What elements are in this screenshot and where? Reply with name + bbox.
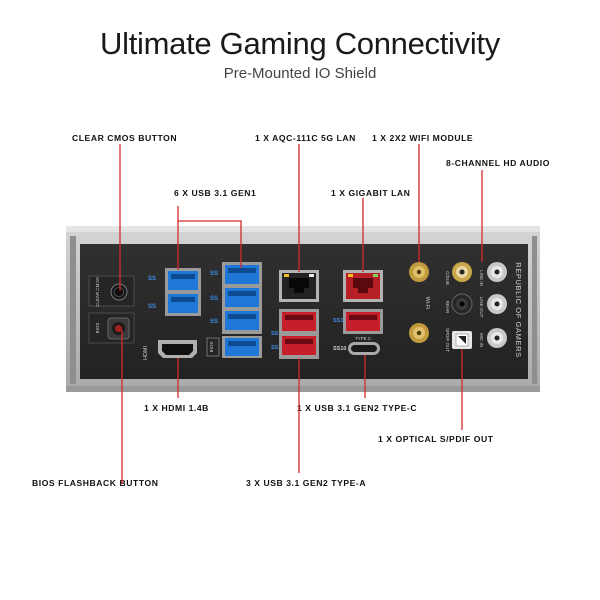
wifi-panel-text: Wi-Fi	[424, 297, 430, 310]
hdmi-panel-text: HDMI	[143, 346, 149, 361]
clear-cmos-panel-text: CLEAR CMOS	[95, 277, 100, 307]
usb-type-c-port[interactable]: TYPE C SS10	[333, 336, 380, 355]
usb-gen1-port[interactable]	[225, 265, 259, 284]
ss10-logo-3: SS10	[333, 318, 346, 324]
aqc-lan-port[interactable]	[279, 270, 319, 302]
bios-flashback-button[interactable]: BIOS	[88, 312, 135, 344]
bios-panel-text: BIOS	[95, 323, 100, 334]
wifi-module-label: 1 X 2X2 WIFI MODULE	[372, 133, 474, 143]
usb-gen1-center-stack: SS SS SS BIOS	[206, 262, 262, 358]
usb-gen1-port[interactable]	[225, 288, 259, 307]
usb-gen2-port[interactable]	[282, 336, 316, 355]
audio-label-spdif: SPDIF OUT	[445, 328, 450, 352]
type-c-panel-text: TYPE C	[355, 336, 372, 341]
page-subtitle: Pre-Mounted IO Shield	[223, 65, 377, 82]
optical-label: 1 X OPTICAL S/PDIF OUT	[378, 434, 494, 444]
usb-gen1-label: 6 X USB 3.1 GEN1	[174, 188, 257, 198]
hdmi-port[interactable]: HDMI	[143, 340, 197, 360]
callout-line-usb-gen1	[177, 206, 242, 268]
audio-label-micin: MIC IN	[479, 333, 484, 347]
usb-gen2-type-a-group: SS10 SS10 SS10	[271, 309, 383, 359]
wifi-antenna-connectors: Wi-Fi	[409, 262, 430, 343]
clear-cmos-button[interactable]: CLEAR CMOS	[88, 275, 135, 307]
ss-logo-left-bottom: SS	[148, 304, 156, 310]
ss-logo-center-2: SS	[210, 296, 218, 302]
bios-port-text: BIOS	[209, 342, 214, 353]
ss-logo-center-3: SS	[210, 319, 218, 325]
audio-label-lineout: LINE OUT	[479, 297, 484, 318]
audio-label-linein: LINE IN	[479, 270, 484, 286]
hd-audio-label: 8-CHANNEL HD AUDIO	[446, 158, 550, 168]
ss10-logo-1: SS10	[271, 331, 284, 337]
bios-flashback-label: BIOS FLASHBACK BUTTON	[32, 478, 159, 488]
audio-label-rear: REAR	[445, 301, 450, 314]
page-title: Ultimate Gaming Connectivity	[100, 26, 500, 61]
clear-cmos-label: CLEAR CMOS BUTTON	[72, 133, 178, 143]
gigabit-lan-label: 1 X GIGABIT LAN	[331, 188, 411, 198]
audio-label-csub: C/SUB	[445, 271, 450, 285]
usb-gen1-port[interactable]	[225, 311, 259, 330]
ss-logo-center-1: SS	[210, 271, 218, 277]
usb-gen2-port[interactable]	[282, 312, 316, 331]
ss10-logo-2: SS10	[271, 345, 284, 351]
usb-bios-port[interactable]	[225, 338, 259, 356]
audio-ports: C/SUB REAR SPDIF OUT LINE IN LINE OUT MI…	[445, 262, 507, 352]
ss10-logo-4: SS10	[333, 346, 346, 352]
usb-gen1-left-stack: SS SS	[148, 268, 201, 316]
callout-lines	[119, 144, 483, 484]
ss-logo-left-top: SS	[148, 276, 156, 282]
brand-text: REPUBLIC OF GAMERS	[514, 262, 523, 357]
usb-gen1-port[interactable]	[168, 271, 198, 290]
usb-typea-label: 3 X USB 3.1 GEN2 TYPE-A	[246, 478, 367, 488]
usb-gen1-port[interactable]	[168, 294, 198, 313]
hdmi-label: 1 X HDMI 1.4B	[144, 403, 209, 413]
usb-typec-label: 1 X USB 3.1 GEN2 TYPE-C	[297, 403, 418, 413]
aqc-lan-label: 1 X AQC-111C 5G LAN	[255, 133, 356, 143]
usb-gen2-port[interactable]	[346, 312, 380, 331]
gigabit-lan-port[interactable]	[343, 270, 383, 302]
